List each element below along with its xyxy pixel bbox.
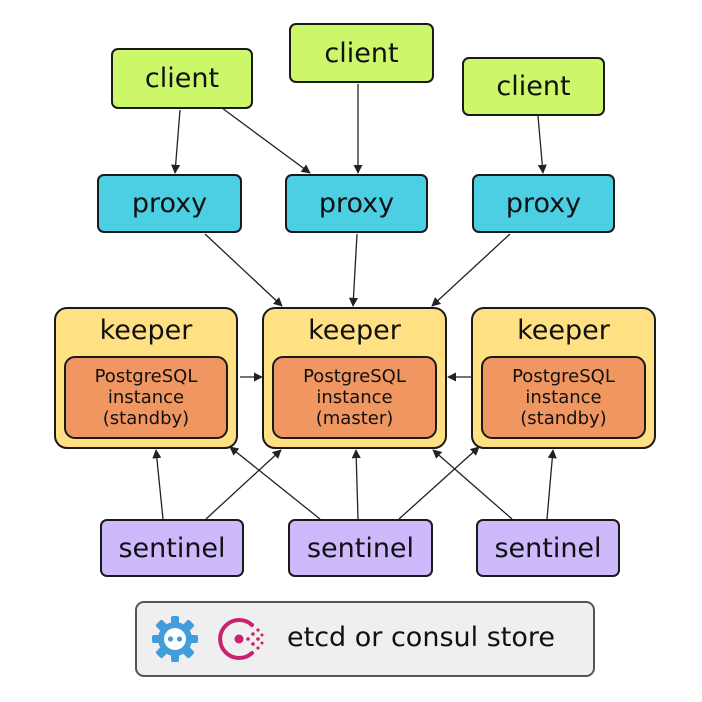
proxy-node-1: proxy	[97, 174, 242, 233]
keeper-label: keeper	[308, 315, 401, 346]
arrow-proxy2-master	[348, 233, 358, 307]
arrow-sentinel2-keeper2	[351, 449, 361, 520]
sentinel-node-3: sentinel	[476, 519, 620, 577]
keeper-node-standby-2: keeper PostgreSQL instance (standby)	[471, 307, 656, 449]
etcd-icon	[152, 616, 198, 662]
arrow-sentinel1-keeper1	[152, 449, 164, 520]
arrow-sentinel3-keeper3	[546, 449, 557, 520]
postgres-instance-standby-1: PostgreSQL instance (standby)	[64, 356, 228, 439]
proxy-node-2: proxy	[285, 174, 428, 233]
postgres-line3: (master)	[315, 408, 394, 429]
arrow-proxy1-master	[204, 233, 283, 307]
keeper-node-standby-1: keeper PostgreSQL instance (standby)	[54, 307, 238, 449]
postgres-instance-standby-2: PostgreSQL instance (standby)	[481, 356, 646, 439]
consul-icon	[218, 618, 264, 660]
proxy-node-3: proxy	[472, 174, 615, 233]
arrow-client3-proxy3	[537, 115, 547, 174]
postgres-line1: PostgreSQL	[94, 366, 198, 387]
arrow-sentinel2-keeper1	[229, 446, 321, 520]
keeper-node-master: keeper PostgreSQL instance (master)	[262, 307, 447, 449]
postgres-line2: instance	[107, 387, 185, 408]
arrow-client1-proxy1	[171, 109, 181, 174]
arrow-proxy3-master	[431, 233, 511, 307]
client-node-2: client	[289, 23, 434, 83]
arrow-sentinel2-keeper3	[398, 446, 480, 520]
arrow-sentinel1-keeper2	[205, 449, 282, 520]
postgres-instance-master: PostgreSQL instance (master)	[272, 356, 437, 439]
arrow-sentinel3-keeper2	[432, 449, 513, 520]
arrow-client1-proxy2	[221, 107, 311, 174]
postgres-line2: instance	[316, 387, 393, 408]
postgres-line1: PostgreSQL	[303, 366, 406, 387]
keeper-label: keeper	[99, 315, 193, 346]
kv-store-box: etcd or consul store	[135, 601, 595, 677]
client-node-3: client	[462, 57, 605, 116]
postgres-line2: instance	[525, 387, 602, 408]
sentinel-node-1: sentinel	[100, 519, 244, 577]
postgres-line3: (standby)	[520, 408, 607, 429]
postgres-line1: PostgreSQL	[512, 366, 615, 387]
sentinel-node-2: sentinel	[288, 519, 433, 577]
keeper-label: keeper	[517, 315, 610, 346]
store-label: etcd or consul store	[287, 622, 555, 653]
client-node-1: client	[111, 48, 253, 109]
postgres-line3: (standby)	[102, 408, 190, 429]
